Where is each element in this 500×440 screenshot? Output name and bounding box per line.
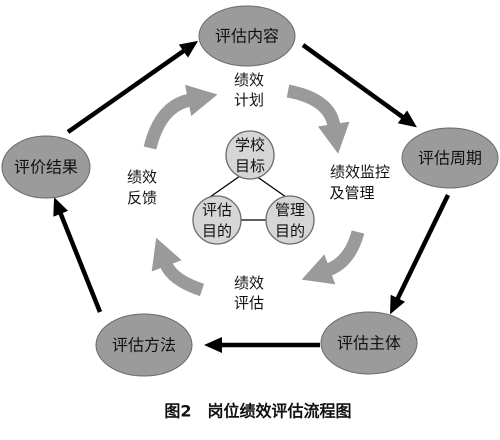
node-subject-label: 评估主体 bbox=[337, 334, 401, 353]
stage-plan-line-1: 绩效 bbox=[234, 71, 264, 89]
stage-plan: 绩效 计划 bbox=[234, 71, 264, 109]
node-subject: 评估主体 bbox=[320, 311, 418, 375]
arrow-result-to-content bbox=[66, 40, 199, 134]
node-content-label: 评估内容 bbox=[215, 27, 279, 46]
goal-evaluation-line-1: 评估 bbox=[202, 201, 232, 219]
stage-monitor-line-1: 绩效监控 bbox=[330, 163, 390, 181]
connector-school-to-evaluation bbox=[209, 175, 241, 198]
cycle-arrow-plan-to-monitor bbox=[286, 84, 350, 154]
node-method-label: 评估方法 bbox=[112, 336, 176, 355]
goal-management-line-2: 目的 bbox=[275, 222, 305, 240]
node-result: 评价结果 bbox=[1, 135, 91, 199]
figure-caption: 图2 岗位绩效评估流程图 bbox=[164, 402, 351, 421]
goal-school-line-2: 目标 bbox=[235, 157, 265, 175]
goal-school: 学校 目标 bbox=[225, 130, 275, 180]
stage-evaluate-line-2: 评估 bbox=[234, 294, 264, 312]
stage-monitor-line-2: 及管理 bbox=[329, 184, 374, 202]
goal-evaluation: 评估 目的 bbox=[192, 195, 242, 245]
node-method: 评估方法 bbox=[95, 313, 193, 377]
goal-school-line-1: 学校 bbox=[235, 136, 265, 154]
goal-evaluation-line-2: 目的 bbox=[202, 222, 232, 240]
stage-feedback-line-1: 绩效 bbox=[127, 168, 157, 186]
stage-evaluate-line-1: 绩效 bbox=[234, 274, 264, 292]
cycle-arrow-monitor-to-evaluate bbox=[301, 230, 365, 285]
node-result-label: 评价结果 bbox=[14, 158, 78, 177]
stage-plan-line-2: 计划 bbox=[234, 91, 264, 109]
node-cycle: 评估周期 bbox=[401, 127, 499, 189]
arrow-content-to-cycle bbox=[301, 43, 417, 128]
node-content: 评估内容 bbox=[198, 5, 296, 67]
stage-feedback: 绩效 反馈 bbox=[127, 168, 157, 207]
cycle-arrow-feedback-to-plan bbox=[143, 84, 218, 150]
stage-feedback-line-2: 反馈 bbox=[127, 189, 157, 207]
stage-monitor: 绩效监控 及管理 bbox=[329, 163, 390, 202]
stage-evaluate: 绩效 评估 bbox=[234, 274, 264, 312]
arrow-method-to-result bbox=[53, 197, 103, 313]
arrow-cycle-to-subject bbox=[390, 194, 451, 315]
goal-management: 管理 目的 bbox=[265, 195, 315, 245]
connector-school-to-management bbox=[255, 175, 287, 198]
node-cycle-label: 评估周期 bbox=[418, 149, 482, 168]
cycle-arrow-evaluate-to-feedback bbox=[151, 237, 205, 297]
goal-management-line-1: 管理 bbox=[275, 201, 305, 219]
